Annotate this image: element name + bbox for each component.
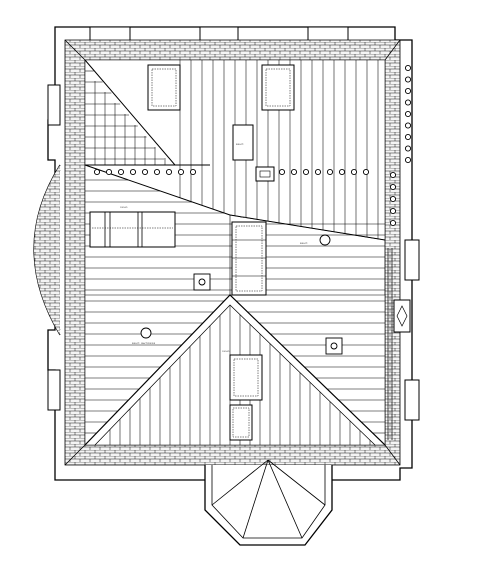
- snow-guard-dot: [389, 183, 397, 191]
- snow-guard-dot: [389, 219, 397, 227]
- roof-planes: [84, 59, 386, 446]
- entrance-porch: [204, 459, 333, 546]
- snow-guard-dot: [404, 110, 412, 118]
- snow-guard-dot: [404, 145, 412, 152]
- label-skylight-left: окно: [120, 205, 128, 209]
- seam-hatching-top: [179, 60, 379, 239]
- label-hatch: люк: [240, 215, 246, 219]
- label-vent-left: вент. вытяжка: [132, 341, 155, 345]
- snow-guard-dot: [129, 168, 137, 176]
- label-vent-right: вент.: [300, 241, 308, 245]
- snow-guard-dot: [338, 168, 346, 176]
- snow-guard-dot: [404, 156, 412, 164]
- snow-guard-dot: [177, 168, 185, 176]
- snow-guard-dot: [165, 168, 173, 176]
- snow-guard-dot: [362, 168, 370, 176]
- snow-guard-dot: [141, 168, 149, 176]
- left-bay: [33, 164, 61, 336]
- seam-hatching-left-hip: [85, 70, 166, 165]
- snow-guard-dot: [189, 168, 197, 176]
- snow-guard-dot: [278, 168, 286, 176]
- snow-guard-dot: [302, 168, 310, 176]
- vent-pipe-icon: [393, 299, 411, 333]
- snow-guard-dot: [404, 76, 412, 83]
- hatch-icon: [231, 221, 267, 296]
- snow-guard-dot: [326, 168, 334, 176]
- snow-guard-dot: [350, 168, 358, 176]
- snow-guard-dot: [105, 168, 113, 176]
- skylight-icon: [89, 211, 176, 248]
- outer-wall: [47, 26, 420, 481]
- label-skylight-lower: окно: [222, 349, 230, 353]
- label-chimney-upper: вент.: [236, 142, 244, 146]
- snow-guard-dot: [389, 171, 397, 179]
- snow-guard-dot: [404, 87, 412, 95]
- chimney-icon: [232, 124, 275, 182]
- snow-guard-dot: [314, 168, 322, 176]
- snow-guard-icon: [93, 64, 412, 227]
- vent-pipe-icon: [140, 234, 343, 355]
- snow-guard-dot: [117, 168, 125, 176]
- snow-guard-dot: [404, 99, 412, 106]
- skylight-icon: [147, 64, 295, 111]
- snow-guard-dot: [389, 207, 397, 215]
- snow-guard-dot: [153, 168, 161, 176]
- downpipe: [387, 248, 393, 440]
- skylight-icon: [229, 354, 263, 441]
- snow-guard-dot: [93, 168, 101, 176]
- snow-guard-dot: [404, 122, 412, 129]
- snow-guard-dot: [404, 64, 412, 72]
- snow-guard-dot: [389, 195, 397, 203]
- snow-guard-dot: [290, 168, 298, 176]
- snow-guard-dot: [404, 133, 412, 141]
